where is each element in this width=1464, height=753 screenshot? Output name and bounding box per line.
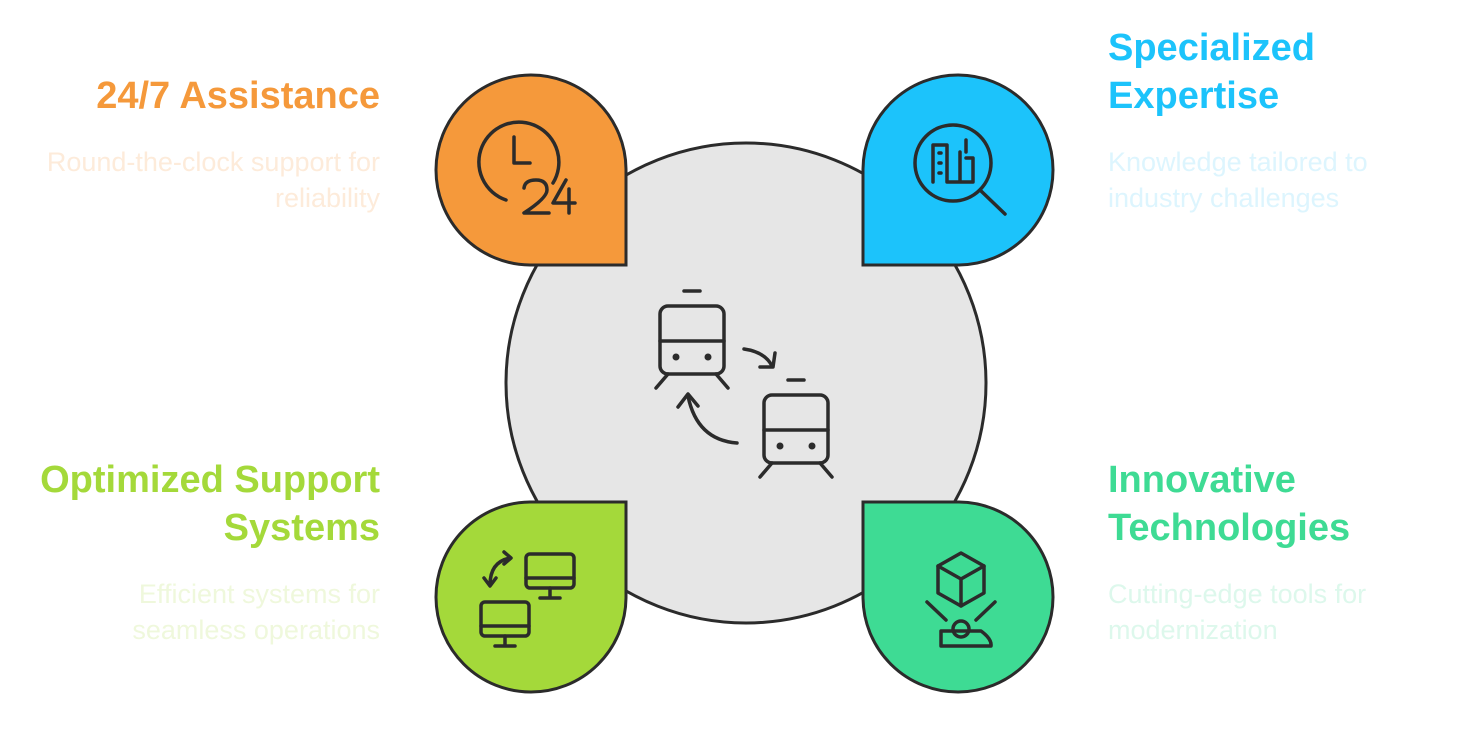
label-innovative-technologies: Innovative Technologies Cutting-edge too…: [1108, 456, 1448, 648]
train-lights: [672, 353, 816, 450]
petal-optimized-support: [434, 500, 628, 694]
item-title: Specialized Expertise: [1108, 27, 1315, 117]
item-description: Knowledge tailored to industry challenge…: [1108, 147, 1368, 213]
label-optimized-support-systems: Optimized Support Systems Efficient syst…: [40, 456, 380, 648]
item-description: Round-the-clock support for reliability: [46, 147, 380, 213]
item-title: 24/7 Assistance: [96, 75, 380, 117]
item-title: Innovative Technologies: [1108, 459, 1351, 549]
petal-specialized-expertise: [861, 73, 1055, 267]
monitor-sync-icon: [479, 550, 576, 648]
petal-innovative-technologies: [861, 500, 1055, 694]
petal-24-7-assistance: [434, 73, 628, 267]
label-specialized-expertise: Specialized Expertise Knowledge tailored…: [1108, 24, 1448, 216]
clock-24-icon: [477, 120, 577, 215]
item-description: Cutting-edge tools for modernization: [1108, 579, 1367, 645]
item-title: Optimized Support Systems: [40, 459, 380, 549]
3d-cube-projector-icon: [925, 551, 997, 648]
item-description: Efficient systems for seamless operation…: [132, 579, 380, 645]
train-cycle-icon: [654, 289, 834, 479]
industry-search-icon: [913, 123, 1007, 216]
label-24-7-assistance: 24/7 Assistance Round-the-clock support …: [40, 72, 380, 216]
